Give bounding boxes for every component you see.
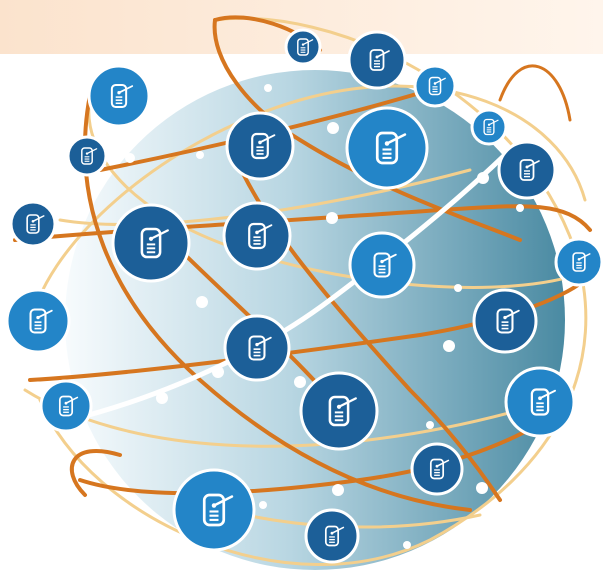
mobile-phone-icon bbox=[413, 64, 457, 108]
mobile-phone-icon bbox=[39, 379, 93, 433]
mobile-phone-icon bbox=[504, 366, 576, 438]
mobile-phone-icon bbox=[472, 288, 538, 354]
mobile-phone-icon bbox=[5, 288, 71, 354]
device-nodes bbox=[5, 28, 603, 564]
mobile-phone-icon bbox=[470, 108, 508, 146]
mobile-phone-icon bbox=[299, 371, 379, 451]
connection-nodes bbox=[43, 76, 524, 549]
mobile-phone-icon bbox=[225, 111, 295, 181]
mobile-phone-icon bbox=[87, 64, 151, 128]
mobile-phone-icon bbox=[497, 140, 557, 200]
mobile-phone-icon bbox=[222, 201, 292, 271]
mobile-phone-icon bbox=[347, 30, 407, 90]
mobile-phone-icon bbox=[9, 200, 57, 248]
mobile-phone-icon bbox=[410, 442, 464, 496]
mobile-phone-icon bbox=[345, 106, 429, 190]
mobile-phone-icon bbox=[172, 468, 256, 552]
mobile-phone-icon bbox=[304, 508, 360, 564]
mobile-phone-icon bbox=[348, 231, 416, 299]
mobile-phone-icon bbox=[284, 28, 322, 66]
mobile-phone-icon bbox=[223, 314, 291, 382]
mobile-phone-icon bbox=[554, 237, 603, 287]
mobile-phone-icon bbox=[66, 135, 108, 177]
mobile-phone-icon bbox=[111, 203, 191, 283]
